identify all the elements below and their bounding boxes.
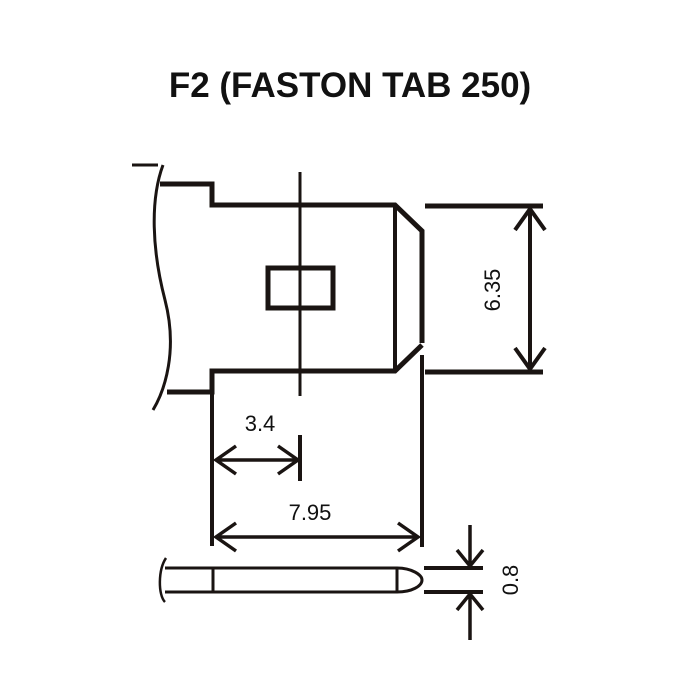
dim-width-label: 6.35 [480,269,505,312]
diagram-title: F2 (FASTON TAB 250) [169,66,531,105]
dim-hole-offset-label: 3.4 [245,411,276,436]
tab-outline-top [160,181,425,343]
dimension-width: 6.35 [425,203,547,375]
tab-side-view [158,557,424,603]
dim-length-label: 7.95 [289,500,332,525]
extension-lines [210,392,302,546]
extension-lines [425,203,543,375]
side-lines [211,568,399,592]
arrow-vertical [513,205,547,373]
tab-top-view [132,163,425,411]
arrow-horizontal [212,521,422,553]
extension-lines [424,566,483,594]
break-line [158,557,168,603]
arrow-horizontal [212,444,302,476]
dimension-thickness: 0.8 [424,525,523,640]
arrows-vertical [455,525,485,640]
dim-thickness-label: 0.8 [498,565,523,596]
tab-outline-bottom [167,343,424,395]
dimension-length: 7.95 [212,355,424,553]
dimension-hole-offset: 3.4 [210,392,302,546]
break-line [151,164,172,411]
side-outline [165,566,424,594]
